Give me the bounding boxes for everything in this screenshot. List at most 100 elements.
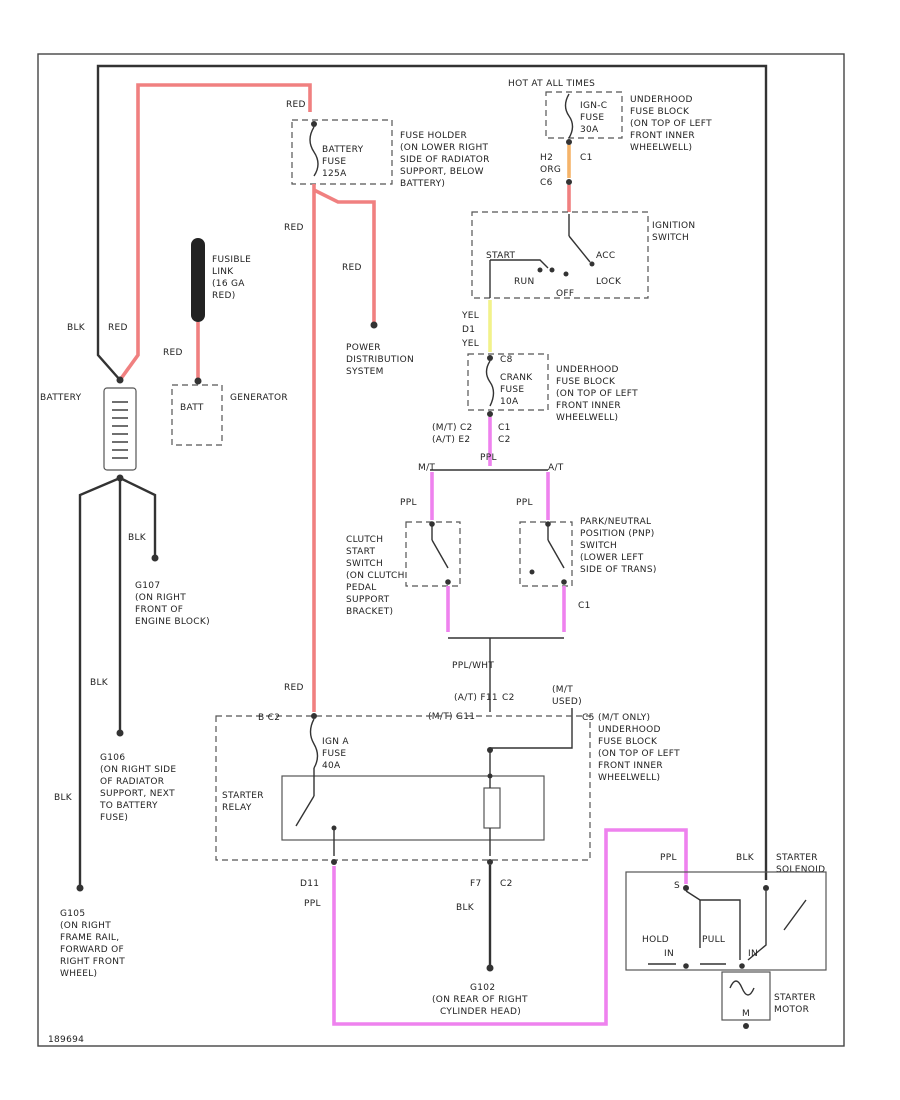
off-position-label: OFF xyxy=(556,289,574,299)
pull-in-label: PULL xyxy=(702,935,725,945)
starter-relay-label: STARTER xyxy=(222,791,264,801)
generator-label: GENERATOR xyxy=(230,393,288,403)
underhood-fuse-block-label: FUSE BLOCK xyxy=(598,737,658,747)
ignition-fuse-block: HOT AT ALL TIMES IGN-C FUSE 30A UNDERHOO… xyxy=(508,79,712,212)
g105-label: G105 xyxy=(60,909,85,919)
clutch-switch-location: BRACKET) xyxy=(346,607,393,617)
connector-label: (A/T) E2 xyxy=(432,435,470,445)
starter-motor-icon xyxy=(729,980,755,996)
starter-relay-coil xyxy=(483,787,501,829)
red-label: RED xyxy=(342,263,362,273)
starter-solenoid: PPL BLK STARTER SOLENOID S HOLD PULL IN … xyxy=(625,853,827,1029)
ppl-starter-solenoid-wire xyxy=(332,828,688,1026)
underhood-fuse-block-location: WHEELWELL) xyxy=(556,413,618,423)
s-terminal-label: S xyxy=(674,881,680,891)
crank-fuse-label: FUSE xyxy=(500,385,524,395)
g107-location: ENGINE BLOCK) xyxy=(135,617,210,627)
fusible-link-gauge: (16 GA xyxy=(212,279,245,289)
g102-location: (ON REAR OF RIGHT xyxy=(432,995,528,1005)
underhood-fuse-block-label: UNDERHOOD xyxy=(556,365,619,375)
g106-location: FUSE) xyxy=(100,813,128,823)
underhood-fuse-block-location: FRONT INNER xyxy=(630,131,695,141)
battery-cells xyxy=(112,401,128,459)
crank-fuse-box xyxy=(467,353,549,411)
g106-location: TO BATTERY xyxy=(99,801,158,811)
pull-in-winding xyxy=(685,890,741,960)
ground-g106 xyxy=(116,729,124,737)
underhood-fuse-block-location: (ON TOP OF LEFT xyxy=(556,389,638,399)
ign-fuse-rating: 30A xyxy=(580,125,599,135)
power-distribution-label: DISTRIBUTION xyxy=(346,355,414,365)
connector-label: C2 xyxy=(502,693,515,703)
terminal-d1-label: D1 xyxy=(462,325,475,335)
starter-solenoid-label: SOLENOID xyxy=(776,865,825,875)
underhood-fuse-block-location: (ON TOP OF LEFT xyxy=(598,749,680,759)
blk-label: BLK xyxy=(128,533,147,543)
blk-battery-to-solenoid-wire xyxy=(96,64,768,880)
underhood-fuse-block-location: WHEELWELL) xyxy=(598,773,660,783)
not-used-label: USED) xyxy=(552,697,582,707)
at-label: A/T xyxy=(548,463,564,473)
power-distribution-label: POWER xyxy=(346,343,381,353)
blk-label: BLK xyxy=(54,793,73,803)
battery-fuse-label: BATTERY xyxy=(322,145,364,155)
clutch-switch-label: SWITCH xyxy=(346,559,383,569)
g106-location: SUPPORT, NEXT xyxy=(100,789,175,799)
red-label: RED xyxy=(286,100,306,110)
diagram-frame xyxy=(37,53,845,1047)
crank-fuse-icon xyxy=(485,360,495,407)
generator-box xyxy=(171,384,223,446)
org-label: ORG xyxy=(540,165,561,175)
in-label: IN xyxy=(748,949,758,959)
c1-terminal xyxy=(566,139,572,145)
run-position-label: RUN xyxy=(514,277,534,287)
connector-label: (A/T) F11 xyxy=(454,693,498,703)
red-power-distribution-wire xyxy=(313,188,376,322)
c6-terminal xyxy=(566,179,572,185)
fusible-link-label: FUSIBLE xyxy=(212,255,251,265)
figure-number: 189694 xyxy=(48,1035,84,1045)
battery-icon xyxy=(103,387,137,471)
connector-label: (M/T) G11 xyxy=(428,712,475,722)
connector-c2-label: C2 xyxy=(500,879,513,889)
power-distribution-label: SYSTEM xyxy=(346,367,384,377)
starter-relay-contact xyxy=(295,795,315,827)
ignition-switch-label: SWITCH xyxy=(652,233,689,243)
connector-label: C1 xyxy=(498,423,511,433)
terminal-f7-label: F7 xyxy=(470,879,482,889)
ign-fuse-box xyxy=(545,91,623,139)
ignition-switch-label: IGNITION xyxy=(652,221,695,231)
pnp-switch-location: SIDE OF TRANS) xyxy=(580,565,657,575)
ign-fuse-label: IGN-C xyxy=(580,101,607,111)
underhood-fuse-block-label: UNDERHOOD xyxy=(630,95,693,105)
ign-a-fuse-label: IGN A xyxy=(322,737,349,747)
fusible-link-label: LINK xyxy=(212,267,234,277)
fuse-holder-location: SUPPORT, BELOW xyxy=(400,167,484,177)
generator-batt-terminal xyxy=(194,377,202,385)
crank-fuse-label: CRANK xyxy=(500,373,533,383)
connector-label: B C2 xyxy=(258,713,280,723)
g102-label: G102 xyxy=(470,983,495,993)
red-label: RED xyxy=(284,223,304,233)
battery-label: BATTERY xyxy=(40,393,82,403)
g106-location: (ON RIGHT SIDE xyxy=(100,765,176,775)
connector-c6-label: C6 xyxy=(540,178,553,188)
g105-location: (ON RIGHT xyxy=(60,921,111,931)
underhood-fuse-block-label: FUSE BLOCK xyxy=(630,107,690,117)
generator-section: FUSIBLE LINK (16 GA RED) RED BATT GENERA… xyxy=(163,238,288,446)
red-label: RED xyxy=(163,348,183,358)
clutch-switch-label: CLUTCH xyxy=(346,535,383,545)
ign-a-fuse-icon xyxy=(309,718,319,769)
fusible-link-color: RED) xyxy=(212,291,236,301)
red-battery-main-wire xyxy=(118,83,312,382)
connector-label: (M/T) C2 xyxy=(432,423,473,433)
blk-ground-g105-wire xyxy=(78,476,121,885)
clutch-start-switch-box xyxy=(405,521,461,587)
starter-relay-label: RELAY xyxy=(222,803,252,813)
yel-label: YEL xyxy=(461,339,479,349)
ignition-switch-box xyxy=(471,211,649,299)
g106-label: G106 xyxy=(100,753,125,763)
ground-g107 xyxy=(151,554,159,562)
ppl-label: PPL xyxy=(304,899,321,909)
lock-position-label: LOCK xyxy=(596,277,622,287)
